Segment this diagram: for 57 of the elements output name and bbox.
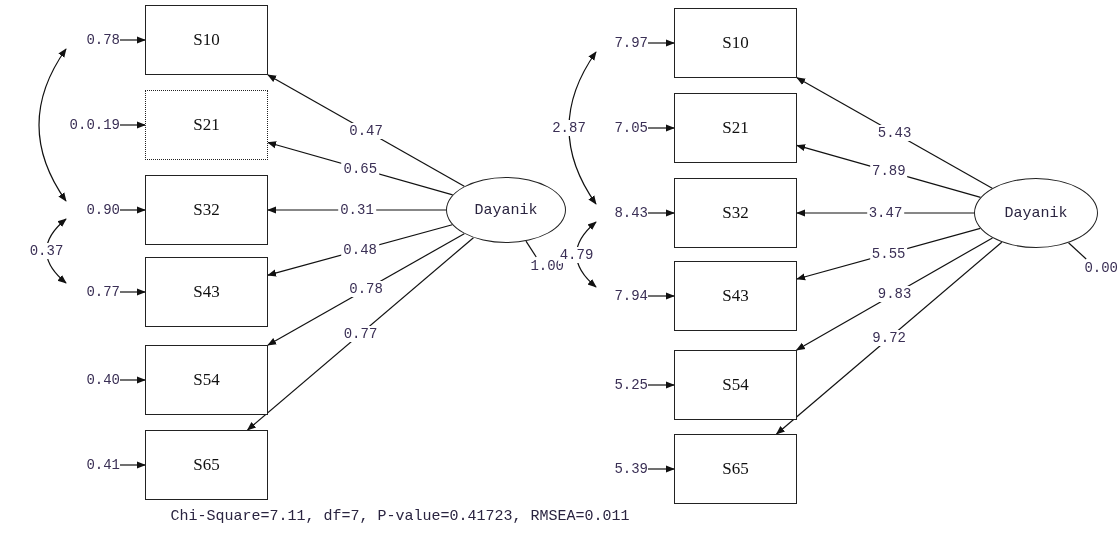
edge-label: 9.83 [875, 285, 914, 302]
error-value: 7.94 [582, 287, 648, 305]
indicator-box: S54 [674, 350, 797, 420]
latent-ellipse: Dayanik [446, 177, 566, 243]
arrow [119, 36, 146, 44]
error-value: 8.43 [582, 204, 648, 222]
indicator-box: S10 [145, 5, 268, 75]
arrow [119, 206, 146, 214]
arrow [246, 237, 475, 431]
indicator-box: S43 [145, 257, 268, 327]
arrow [775, 241, 1003, 435]
edge-label: 0.77 [341, 325, 380, 342]
edge-label: 0.65 [341, 160, 380, 177]
edge-label: 5.43 [875, 125, 914, 141]
edge-label: 0.78 [347, 281, 385, 298]
arrow [647, 465, 675, 473]
connector-line [1067, 242, 1087, 260]
covariance-arc [38, 48, 67, 202]
arrow [647, 292, 675, 300]
covariance-arc [568, 51, 597, 205]
indicator-box: S32 [674, 178, 797, 248]
error-value: 0.78 [52, 31, 120, 49]
error-value: 0.00 [1074, 259, 1118, 277]
arrow [119, 461, 146, 469]
error-value: 0.40 [52, 371, 120, 389]
error-value: 7.97 [582, 34, 648, 52]
edge-label: 9.72 [870, 330, 908, 347]
edge-label: 5.55 [869, 245, 908, 262]
edge-label: 2.87 [550, 120, 588, 136]
error-value: 5.25 [582, 376, 648, 394]
indicator-box: S10 [674, 8, 797, 78]
error-value: 0.41 [52, 456, 120, 474]
error-value: 0.0.19 [52, 116, 120, 134]
fit-statistics-caption: Chi-Square=7.11, df=7, P-value=0.41723, RMSEA=0.011 [170, 508, 630, 525]
edge-label: 7.89 [870, 163, 908, 180]
indicator-box: S65 [145, 430, 268, 500]
latent-ellipse: Dayanik [974, 178, 1098, 248]
edge-label: 0.48 [341, 241, 379, 258]
arrow [647, 209, 675, 217]
indicator-box: S43 [674, 261, 797, 331]
arrow [647, 39, 675, 47]
indicator-box: S65 [674, 434, 797, 504]
indicator-box: S32 [145, 175, 268, 245]
arrow [119, 376, 146, 384]
edge-label: 0.37 [27, 243, 66, 259]
indicator-box: S21 [674, 93, 797, 163]
arrow [119, 288, 146, 296]
indicator-box: S54 [145, 345, 268, 415]
edge-label: 0.47 [347, 122, 385, 139]
edge-label: 4.79 [557, 246, 596, 263]
error-value: 0.90 [52, 201, 120, 219]
error-value: 5.39 [582, 460, 648, 478]
indicator-box: S21 [145, 90, 268, 160]
arrow [119, 121, 146, 129]
arrow [647, 124, 675, 132]
arrow [647, 381, 675, 389]
error-value: 0.77 [52, 283, 120, 301]
